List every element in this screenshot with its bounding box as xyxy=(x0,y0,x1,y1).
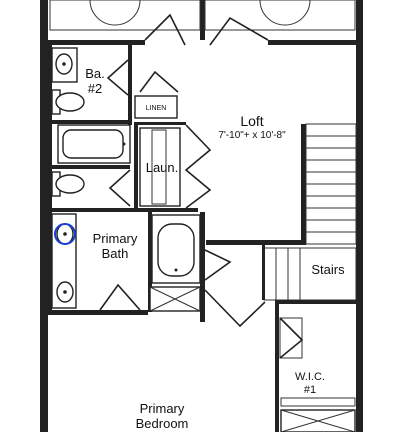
bath-2-label-line2: #2 xyxy=(88,81,102,96)
primary-bath: Primary Bath xyxy=(48,210,266,328)
primary-bedroom-label-line2: Bedroom xyxy=(136,416,189,431)
highlight-circle xyxy=(54,223,76,245)
linen-label: LINEN xyxy=(146,105,167,112)
bath-2-toilet-2 xyxy=(51,171,85,197)
bath-2-toilet xyxy=(51,89,85,115)
stairs: Stairs xyxy=(262,123,357,301)
wic-label-line2: #1 xyxy=(304,384,316,396)
primary-bath-vanity xyxy=(51,213,77,309)
top-rooms xyxy=(49,0,356,46)
bath-2: Ba. #2 xyxy=(48,45,132,210)
bath-2-sink xyxy=(51,47,78,83)
wic-1: W.I.C. #1 xyxy=(275,300,363,432)
loft: Loft 7'-10"+ x 10'-8" xyxy=(206,113,306,245)
loft-name: Loft xyxy=(240,113,263,129)
primary-bedroom: Primary Bedroom xyxy=(136,401,189,431)
exterior-walls xyxy=(40,0,363,432)
primary-bath-label-line2: Bath xyxy=(102,246,129,261)
linen-closet: LINEN xyxy=(134,70,179,119)
bath-2-tub xyxy=(57,124,131,164)
primary-bedroom-label-line1: Primary xyxy=(140,401,185,416)
wic-label-line1: W.I.C. xyxy=(295,371,325,383)
laundry-label: Laun. xyxy=(146,160,179,175)
loft-size: 7'-10"+ x 10'-8" xyxy=(218,130,286,141)
laundry: Laun. xyxy=(134,122,212,212)
primary-bath-tub xyxy=(151,214,201,284)
stairs-label: Stairs xyxy=(311,262,345,277)
primary-bath-shower xyxy=(149,286,201,312)
bath-2-label-line1: Ba. xyxy=(85,66,105,81)
primary-bath-label-line1: Primary xyxy=(93,231,138,246)
